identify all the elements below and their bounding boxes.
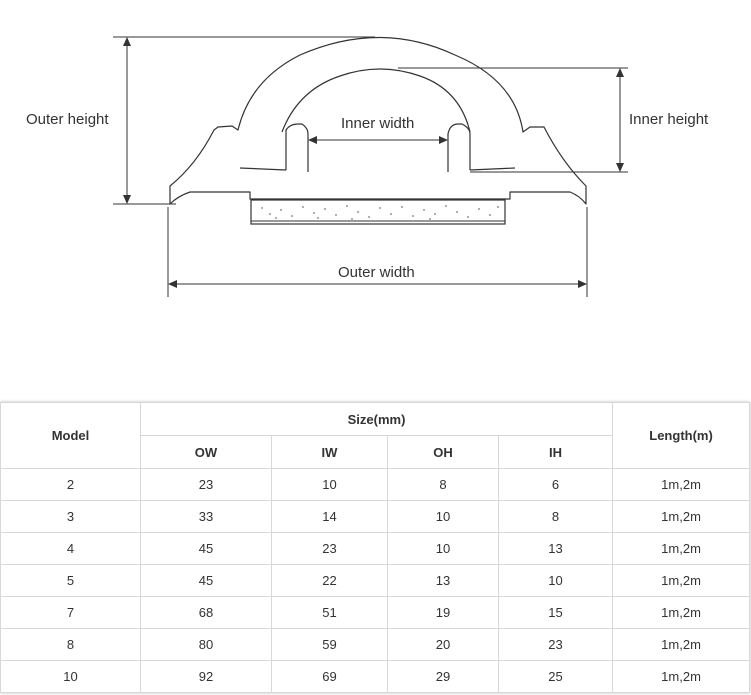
header-ow: OW (140, 435, 272, 469)
outer-height-label: Outer height (26, 111, 109, 128)
cell-length: 1m,2m (612, 628, 751, 661)
cell-model: 10 (0, 660, 141, 693)
table-row: 5 45 22 13 10 1m,2m (0, 564, 751, 597)
cell-iw: 22 (271, 564, 388, 597)
cell-ih: 8 (497, 500, 614, 533)
cell-length: 1m,2m (612, 596, 751, 629)
cell-ow: 68 (140, 596, 272, 629)
cell-length: 1m,2m (612, 532, 751, 565)
cell-ow: 45 (140, 532, 272, 565)
cell-ih: 13 (497, 532, 614, 565)
cell-ow: 80 (140, 628, 272, 661)
cell-iw: 59 (271, 628, 388, 661)
cell-ow: 33 (140, 500, 272, 533)
cell-oh: 29 (387, 660, 499, 693)
cross-section-diagram: Outer height Inner height Inner width Ou… (26, 36, 709, 297)
cell-oh: 19 (387, 596, 499, 629)
header-model: Model (0, 402, 141, 469)
cell-oh: 13 (387, 564, 499, 597)
cell-ih: 10 (497, 564, 614, 597)
cell-oh: 10 (387, 500, 499, 533)
inner-width-dimension (308, 136, 448, 144)
channel-line (239, 167, 516, 171)
spec-table: Model Size(mm) Length(m) OW IW OH IH 2 2… (0, 402, 751, 693)
spec-table-container: Model Size(mm) Length(m) OW IW OH IH 2 2… (0, 402, 751, 693)
spec-table-header: Model Size(mm) Length(m) OW IW OH IH (0, 402, 751, 469)
spec-table-body: 2 23 10 8 6 1m,2m 3 33 14 10 8 1m,2m 4 4… (0, 468, 751, 693)
cell-ih: 23 (497, 628, 614, 661)
inner-width-label: Inner width (341, 115, 414, 132)
table-row: 2 23 10 8 6 1m,2m (0, 468, 751, 501)
cell-model: 5 (0, 564, 141, 597)
outer-width-label: Outer width (338, 264, 415, 281)
cell-model: 4 (0, 532, 141, 565)
cell-oh: 20 (387, 628, 499, 661)
inner-height-dimension (398, 67, 628, 173)
table-row: 3 33 14 10 8 1m,2m (0, 500, 751, 533)
cell-ow: 45 (140, 564, 272, 597)
cell-ow: 23 (140, 468, 272, 501)
right-post (447, 123, 471, 172)
cell-model: 7 (0, 596, 141, 629)
housing-outline (169, 37, 587, 205)
left-post (285, 123, 309, 172)
cell-iw: 14 (271, 500, 388, 533)
cell-length: 1m,2m (612, 564, 751, 597)
cell-ih: 6 (497, 468, 614, 501)
cell-ih: 15 (497, 596, 614, 629)
header-oh: OH (387, 435, 499, 469)
cell-ow: 92 (140, 660, 272, 693)
cell-iw: 51 (271, 596, 388, 629)
outer-width-dimension (167, 207, 588, 297)
outer-height-dimension (113, 36, 375, 205)
adhesive-strip (250, 199, 506, 225)
cell-iw: 23 (271, 532, 388, 565)
cell-length: 1m,2m (612, 468, 751, 501)
cell-model: 2 (0, 468, 141, 501)
header-ih: IH (497, 435, 614, 469)
cell-length: 1m,2m (612, 500, 751, 533)
table-row: 10 92 69 29 25 1m,2m (0, 660, 751, 693)
header-iw: IW (271, 435, 388, 469)
cell-ih: 25 (497, 660, 614, 693)
table-row: 7 68 51 19 15 1m,2m (0, 596, 751, 629)
cell-iw: 10 (271, 468, 388, 501)
table-row: 4 45 23 10 13 1m,2m (0, 532, 751, 565)
header-size-group: Size(mm) (139, 402, 614, 436)
cell-model: 3 (0, 500, 141, 533)
cell-oh: 10 (387, 532, 499, 565)
cell-oh: 8 (387, 468, 499, 501)
header-length: Length(m) (612, 402, 751, 469)
inner-height-label: Inner height (629, 111, 709, 128)
cell-length: 1m,2m (612, 660, 751, 693)
table-row: 8 80 59 20 23 1m,2m (0, 628, 751, 661)
cell-iw: 69 (271, 660, 388, 693)
inner-arch (281, 68, 471, 133)
cell-model: 8 (0, 628, 141, 661)
